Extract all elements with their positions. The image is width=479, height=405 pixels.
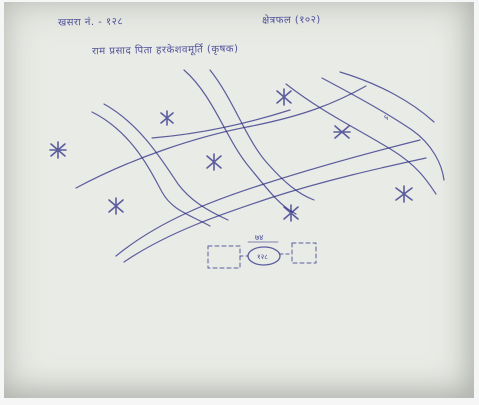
plot-box-left xyxy=(207,245,241,269)
tree-mark-7 xyxy=(283,204,299,222)
corner-mark: ५ xyxy=(384,113,388,122)
tree-mark-4 xyxy=(333,125,351,139)
tree-mark-5 xyxy=(206,153,222,171)
plot-box-right xyxy=(291,242,317,264)
curve-right-outer xyxy=(285,83,437,195)
curve-lower-left-c xyxy=(123,157,427,263)
road-curves xyxy=(75,69,445,263)
tree-mark-3 xyxy=(276,88,292,106)
curve-left-outer xyxy=(91,111,211,227)
curve-mid-inner xyxy=(209,69,315,201)
curve-far-right xyxy=(339,71,435,123)
plot-top-label: ७४ xyxy=(255,233,263,242)
curve-cross-a xyxy=(151,109,291,139)
curve-mid-outer xyxy=(183,69,297,215)
tree-mark-2 xyxy=(160,110,174,126)
plot-diagram: १२८ ७४ xyxy=(207,233,317,269)
curve-lower-left-b xyxy=(115,139,421,257)
tree-mark-6 xyxy=(108,197,124,215)
center-plot-oval xyxy=(247,246,281,266)
curve-lower-left-a xyxy=(75,85,367,189)
tree-marks xyxy=(49,88,413,222)
center-plot-label: १२८ xyxy=(257,253,268,261)
tree-mark-8 xyxy=(395,185,413,203)
curve-left-inner xyxy=(103,103,229,221)
tree-mark-1 xyxy=(49,141,67,159)
curve-right-inner xyxy=(321,77,445,181)
